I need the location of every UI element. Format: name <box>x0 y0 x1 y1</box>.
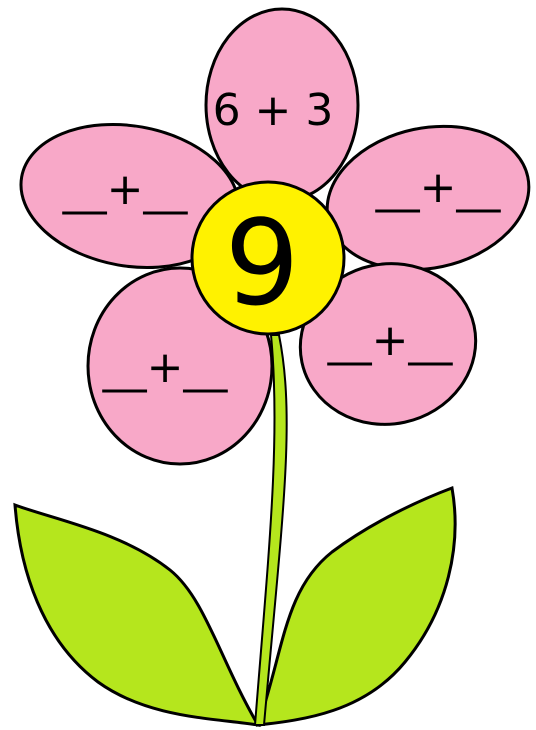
left-upper-petal-label: __+__ <box>62 164 189 215</box>
top-petal-label: 6 + 3 <box>213 85 334 136</box>
left-lower-petal-label: __+__ <box>102 342 229 393</box>
right-leaf <box>258 488 455 725</box>
right-lower-petal-label: __+__ <box>327 315 454 366</box>
left-leaf <box>15 505 258 725</box>
center-number: 9 <box>224 194 299 332</box>
right-upper-petal-label: __+__ <box>375 162 502 213</box>
